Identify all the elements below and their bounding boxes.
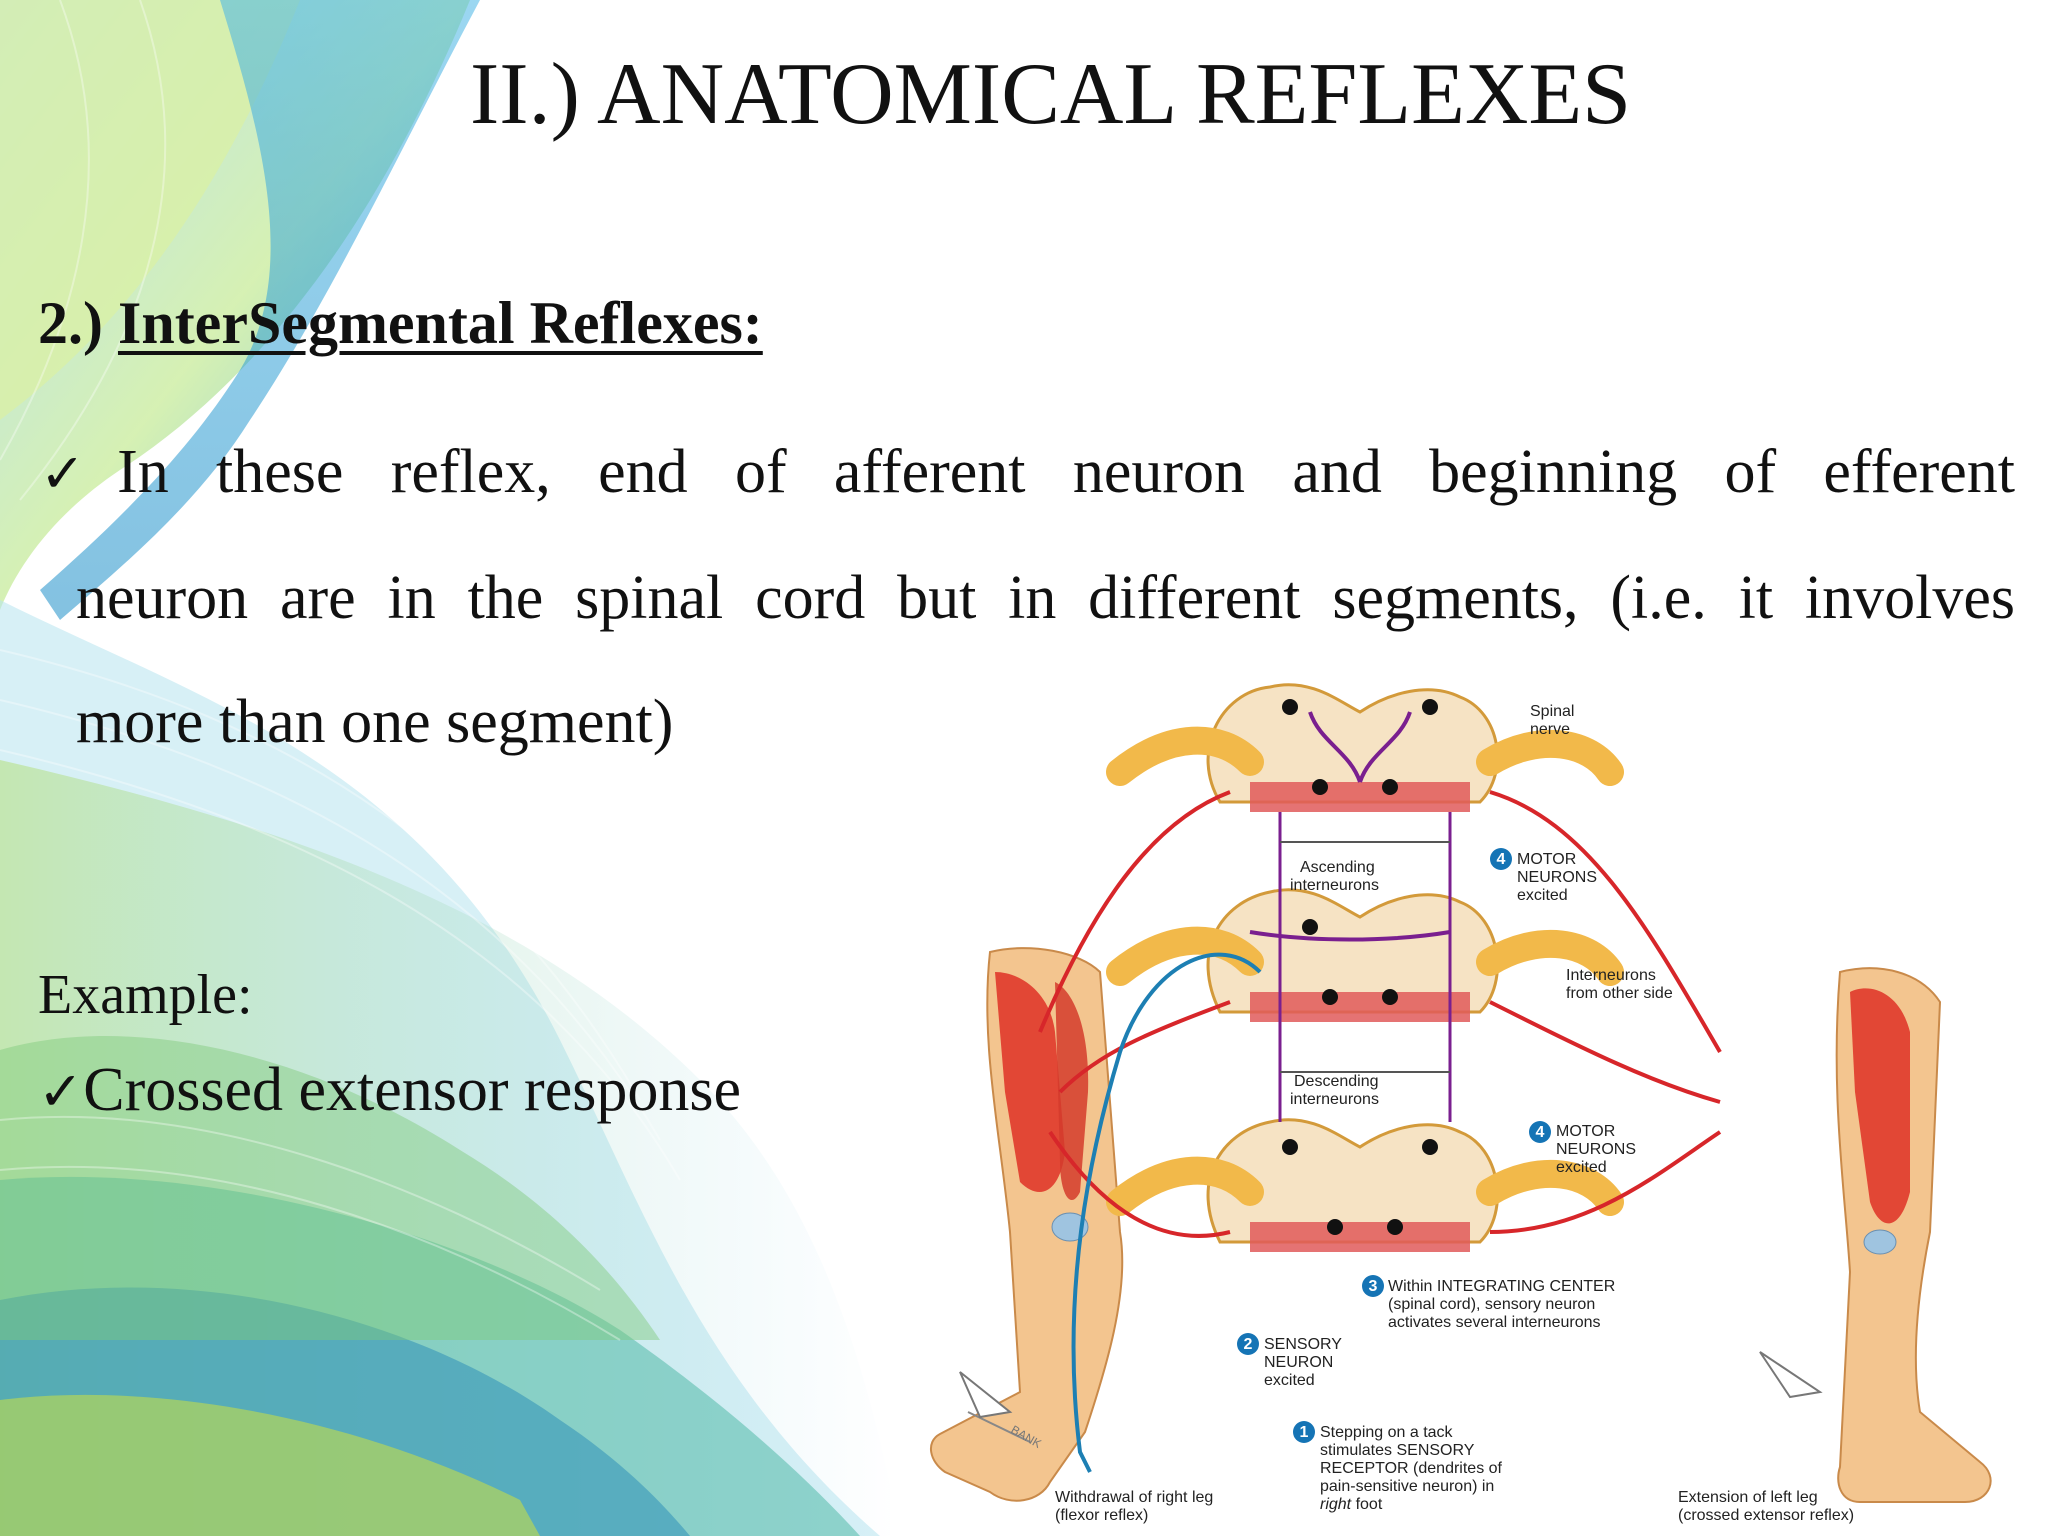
- left-leg-illustration: [1759, 967, 1992, 1503]
- section-heading-text: InterSegmental Reflexes:: [117, 290, 763, 356]
- label-spinal-nerve-1: Spinal: [1530, 703, 1574, 720]
- label-stepping-1: Stepping on a tack: [1320, 1424, 1454, 1441]
- label-stepping-2: stimulates SENSORY: [1320, 1442, 1475, 1459]
- step-badges: [1237, 848, 1551, 1443]
- example-item-text: Crossed extensor response: [83, 1056, 742, 1124]
- section-heading: 2.) InterSegmental Reflexes:: [38, 283, 763, 363]
- checkmark-icon: ✓: [38, 1060, 84, 1123]
- badge-sensory: 2: [1244, 1336, 1253, 1353]
- spinal-cord-segment-middle: [1106, 888, 1624, 1022]
- label-stepping-5-italic: right: [1320, 1496, 1352, 1513]
- paragraph-line-1-text: In these reflex, end of afferent neuron …: [117, 438, 2016, 506]
- label-ascending-2: interneurons: [1290, 877, 1379, 894]
- right-leg-illustration: [930, 947, 1124, 1502]
- label-stepping-5: right foot: [1320, 1496, 1383, 1513]
- motor-nerve-paths: [1038, 790, 1722, 1238]
- reflex-diagram-svg: 4 4 3 2 1 Spinal nerve Ascending interne…: [930, 683, 1992, 1524]
- sensory-neuron-path: [1071, 952, 1262, 1473]
- label-motor-bottom-1: MOTOR: [1556, 1123, 1615, 1140]
- label-motor-top-3: excited: [1517, 887, 1568, 904]
- label-sensory-2: NEURON: [1264, 1354, 1333, 1371]
- spinal-cord-segment-top: [1106, 683, 1624, 812]
- slide-title: II.) ANATOMICAL REFLEXES: [470, 46, 1632, 143]
- example-label: Example:: [38, 964, 253, 1026]
- label-motor-bottom-3: excited: [1556, 1159, 1607, 1176]
- label-sensory-3: excited: [1264, 1372, 1315, 1389]
- label-sensory-1: SENSORY: [1264, 1336, 1342, 1353]
- badge-stepping: 1: [1300, 1424, 1309, 1441]
- label-interneurons-other-2: from other side: [1566, 985, 1673, 1002]
- paragraph-line-3: more than one segment): [76, 688, 674, 756]
- label-extension-2: (crossed extensor reflex): [1678, 1507, 1854, 1524]
- label-interneurons-other-1: Interneurons: [1566, 967, 1656, 984]
- label-integrating-1: Within INTEGRATING CENTER: [1388, 1278, 1615, 1295]
- spinal-cord-segment-bottom: [1106, 1118, 1624, 1252]
- example-item: ✓Crossed extensor response: [38, 1050, 741, 1132]
- section-number: 2.): [38, 290, 103, 356]
- label-motor-top-2: NEURONS: [1517, 869, 1597, 886]
- label-stepping-3: RECEPTOR (dendrites of: [1320, 1460, 1503, 1477]
- label-descending-1: Descending: [1294, 1073, 1379, 1090]
- badge-integrating: 3: [1369, 1278, 1378, 1295]
- label-withdrawal-2: (flexor reflex): [1055, 1507, 1148, 1524]
- label-motor-bottom-2: NEURONS: [1556, 1141, 1636, 1158]
- label-integrating-2: (spinal cord), sensory neuron: [1388, 1296, 1595, 1313]
- label-withdrawal-1: Withdrawal of right leg: [1055, 1489, 1213, 1506]
- badge-motor-bottom: 4: [1536, 1124, 1545, 1141]
- label-descending-2: interneurons: [1290, 1091, 1379, 1108]
- label-stepping-4: pain-sensitive neuron) in: [1320, 1478, 1494, 1495]
- label-stepping-5-rest: foot: [1351, 1496, 1383, 1513]
- badge-motor-top: 4: [1497, 851, 1506, 868]
- checkmark-icon: ✓: [40, 442, 118, 505]
- paragraph-line-1: ✓In these reflex, end of afferent neuron…: [40, 410, 2015, 536]
- definition-paragraph: ✓In these reflex, end of afferent neuron…: [40, 410, 2015, 784]
- crossed-extensor-reflex-diagram: 4 4 3 2 1 Spinal nerve Ascending interne…: [890, 672, 2048, 1536]
- label-spinal-nerve-2: nerve: [1530, 721, 1570, 738]
- label-integrating-3: activates several interneurons: [1388, 1314, 1601, 1331]
- paragraph-line-2: neuron are in the spinal cord but in dif…: [76, 564, 2015, 632]
- label-motor-top-1: MOTOR: [1517, 851, 1576, 868]
- label-extension-1: Extension of left leg: [1678, 1489, 1818, 1506]
- label-ascending-1: Ascending: [1300, 859, 1375, 876]
- interneuron-column: [1278, 812, 1452, 1122]
